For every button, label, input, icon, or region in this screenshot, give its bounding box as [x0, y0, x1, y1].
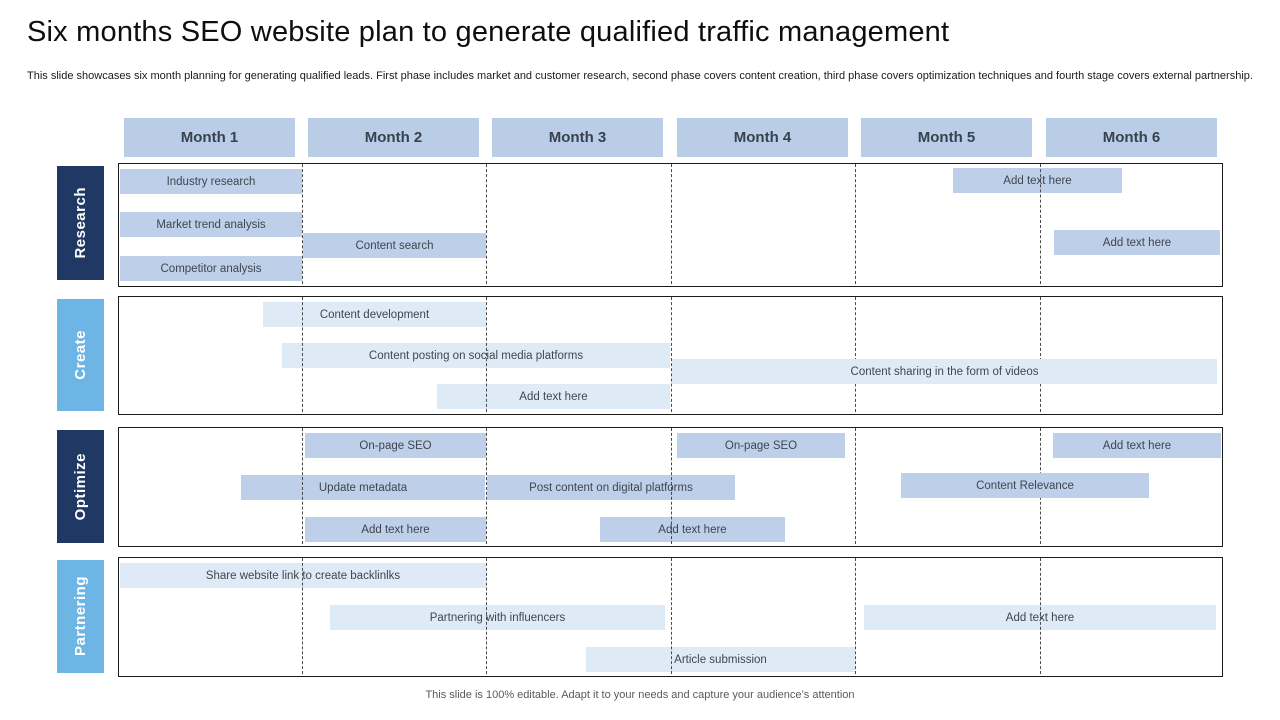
- month-divider-line: [1040, 558, 1041, 674]
- category-label-text: Partnering: [72, 576, 89, 657]
- month-header-1: Month 1: [124, 118, 295, 157]
- month-divider-line: [855, 428, 856, 544]
- page-title: Six months SEO website plan to generate …: [27, 16, 950, 48]
- month-divider-line: [302, 297, 303, 412]
- category-label-text: Research: [72, 187, 89, 259]
- month-divider-line: [486, 297, 487, 412]
- category-label-partnering: Partnering: [57, 560, 104, 673]
- month-divider-line: [1040, 164, 1041, 284]
- task-bar-content-posting[interactable]: Content posting on social media platform…: [282, 343, 670, 368]
- category-label-research: Research: [57, 166, 104, 280]
- placeholder-bar-add-text[interactable]: Add text here: [600, 517, 785, 542]
- placeholder-bar-add-text[interactable]: Add text here: [305, 517, 486, 542]
- month-header-5: Month 5: [861, 118, 1032, 157]
- task-bar-content-development[interactable]: Content development: [263, 302, 486, 327]
- task-bar-post-content[interactable]: Post content on digital platforms: [487, 475, 735, 500]
- month-divider-line: [671, 297, 672, 412]
- placeholder-bar-add-text[interactable]: Add text here: [1054, 230, 1220, 255]
- month-divider-line: [1040, 297, 1041, 412]
- month-header-4: Month 4: [677, 118, 848, 157]
- task-bar-partnering-with-influencers[interactable]: Partnering with influencers: [330, 605, 665, 630]
- task-bar-content-sharing[interactable]: Content sharing in the form of videos: [672, 359, 1217, 384]
- task-bar-content-relevance[interactable]: Content Relevance: [901, 473, 1149, 498]
- task-bar-content-search[interactable]: Content search: [303, 233, 486, 258]
- month-header-6: Month 6: [1046, 118, 1217, 157]
- month-divider-line: [671, 558, 672, 674]
- placeholder-bar-add-text[interactable]: Add text here: [1053, 433, 1221, 458]
- task-bar-market-trend-analysis[interactable]: Market trend analysis: [120, 212, 302, 237]
- month-divider-line: [302, 428, 303, 544]
- month-header-3: Month 3: [492, 118, 663, 157]
- slide-description: This slide showcases six month planning …: [27, 70, 1253, 82]
- editable-note: This slide is 100% editable. Adapt it to…: [425, 689, 855, 701]
- month-divider-line: [855, 558, 856, 674]
- task-bar-update-metadata[interactable]: Update metadata: [241, 475, 485, 500]
- task-bar-on-page-seo[interactable]: On-page SEO: [677, 433, 845, 458]
- task-bar-share-website-link[interactable]: Share website link to create backlinlks: [120, 563, 486, 588]
- month-divider-line: [486, 558, 487, 674]
- month-divider-line: [302, 164, 303, 284]
- task-bar-industry-research[interactable]: Industry research: [120, 169, 302, 194]
- month-divider-line: [302, 558, 303, 674]
- task-bar-competitor-analysis[interactable]: Competitor analysis: [120, 256, 302, 281]
- month-divider-line: [486, 164, 487, 284]
- task-bar-article-submission[interactable]: Article submission: [586, 647, 855, 672]
- month-divider-line: [671, 164, 672, 284]
- month-divider-line: [855, 297, 856, 412]
- month-divider-line: [486, 428, 487, 544]
- month-divider-line: [855, 164, 856, 284]
- placeholder-bar-add-text[interactable]: Add text here: [437, 384, 670, 409]
- month-divider-line: [671, 428, 672, 544]
- placeholder-bar-add-text[interactable]: Add text here: [953, 168, 1122, 193]
- category-label-create: Create: [57, 299, 104, 411]
- month-header-2: Month 2: [308, 118, 479, 157]
- task-bar-on-page-seo[interactable]: On-page SEO: [305, 433, 486, 458]
- category-label-text: Optimize: [72, 452, 89, 521]
- category-label-optimize: Optimize: [57, 430, 104, 543]
- category-label-text: Create: [72, 330, 89, 380]
